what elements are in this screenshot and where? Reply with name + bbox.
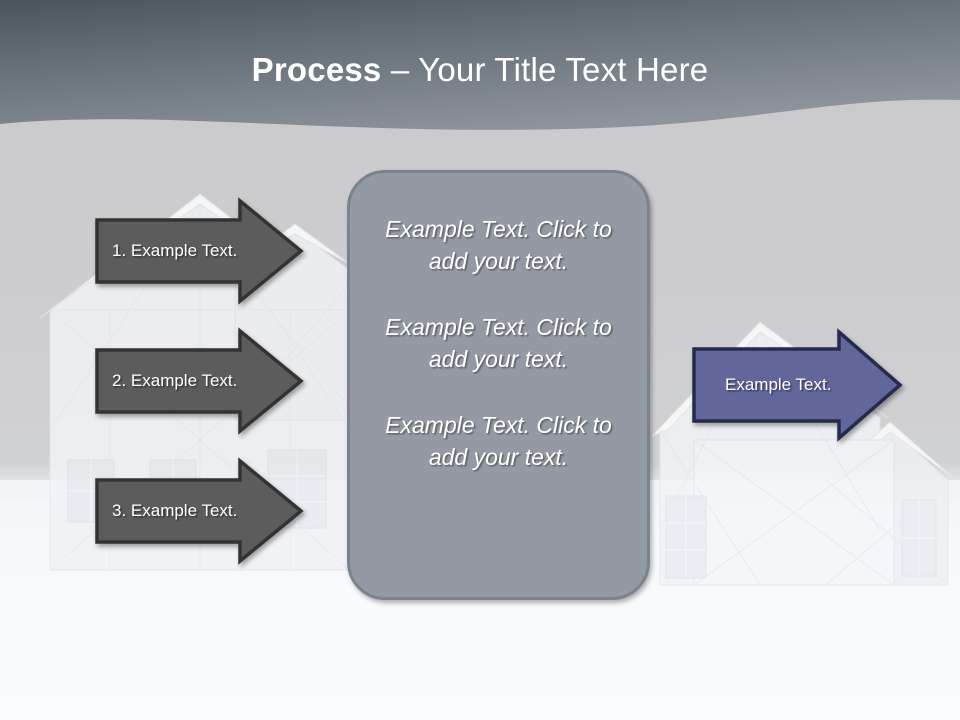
process-arrow-1[interactable]: 1. Example Text. — [94, 197, 304, 305]
title-rest-part: Your Title Text Here — [418, 51, 709, 88]
panel-text-block-1: Example Text. Click to add your text. — [385, 216, 612, 274]
process-arrow-3[interactable]: 3. Example Text. — [94, 457, 304, 565]
process-arrow-2[interactable]: 2. Example Text. — [94, 327, 304, 435]
panel-text-block-3: Example Text. Click to add your text. — [385, 412, 612, 470]
header-banner — [0, 0, 960, 135]
page-title: Process – Your Title Text Here — [0, 50, 960, 90]
center-text-panel[interactable]: Example Text. Click to add your text. Ex… — [347, 170, 650, 600]
result-arrow[interactable]: Example Text. — [691, 328, 903, 442]
panel-text-block-2: Example Text. Click to add your text. — [385, 314, 612, 372]
title-separator: – — [381, 51, 419, 88]
title-bold-part: Process — [251, 51, 382, 88]
